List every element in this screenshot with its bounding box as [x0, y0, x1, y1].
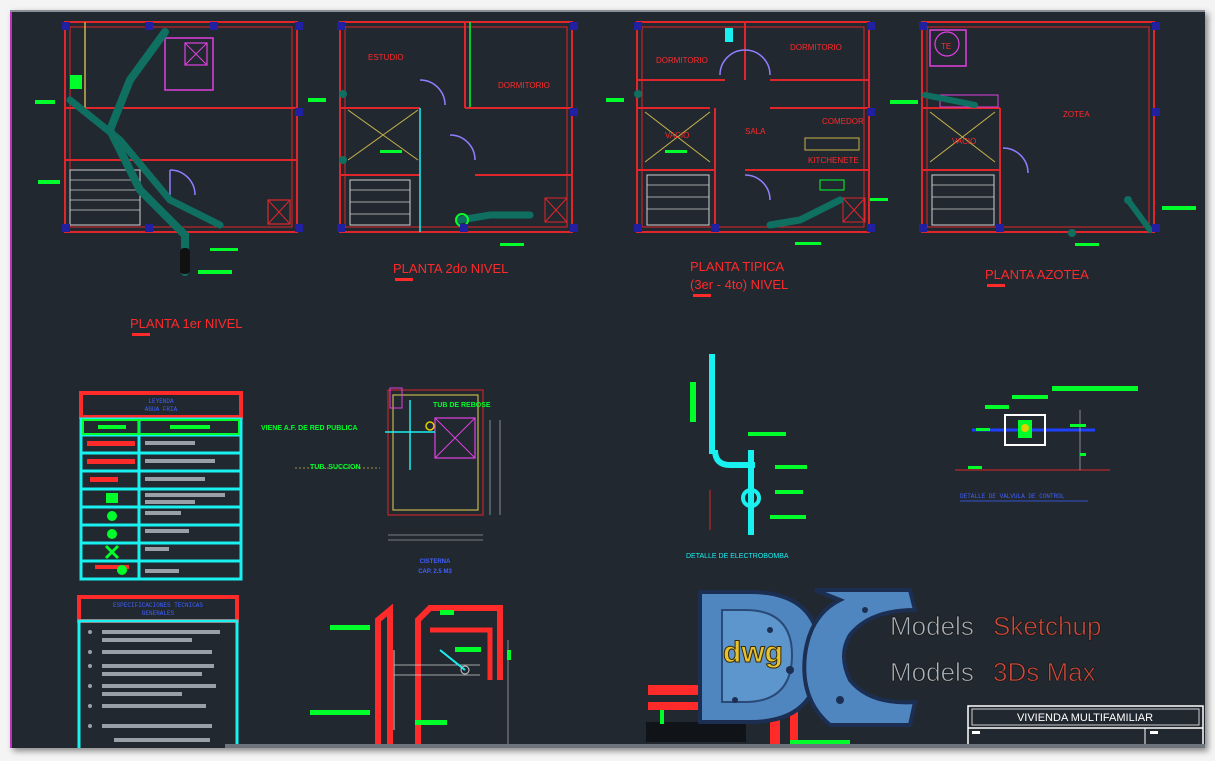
cistern-label-suction: TUB. SUCCION [310, 464, 361, 471]
plan-roof [890, 21, 1196, 246]
watermark-line2-b: 3Ds Max [993, 657, 1096, 687]
legend-table [79, 391, 243, 581]
plan-typical-subtitle: (3er - 4to) NIVEL [690, 277, 788, 292]
specs-title: ESPECIFICACIONES TECNICAS [113, 602, 203, 609]
specs-subtitle: GENERALES [142, 610, 175, 617]
sheet-bottom-bar [225, 744, 1205, 748]
watermark-line2-a: Models [890, 657, 974, 687]
section-detail-red [310, 603, 511, 748]
room-label: ZOTEA [1063, 110, 1090, 119]
plan-roof-title: PLANTA AZOTEA [985, 267, 1089, 282]
room-label: DORMITORIO [656, 56, 708, 65]
plan-typical-title: PLANTA TIPICA [690, 259, 784, 274]
valve-detail [955, 386, 1138, 471]
title-block [967, 705, 1204, 748]
cistern-label-overflow: TUB DE REBOSE [433, 402, 491, 409]
cad-drawing: PLANTA 1er NIVEL [10, 10, 1205, 748]
cistern-detail [295, 387, 501, 541]
room-label: KITCHENETE [808, 156, 859, 165]
room-label: ESTUDIO [368, 53, 404, 62]
room-label: COMEDOR [822, 117, 864, 126]
cistern-capacity: CAP. 2.5 M3 [418, 569, 452, 575]
cistern-label-public: VIENE A.F. DE RED PUBLICA [261, 425, 358, 432]
room-label: DORMITORIO [498, 81, 550, 90]
plan-first-floor [35, 21, 303, 276]
valve-caption: DETALLE DE VALVULA DE CONTROL [960, 493, 1065, 500]
plan-typical-floor [606, 21, 888, 245]
watermark-line1-a: Models [890, 611, 974, 641]
room-label: VACIO [665, 131, 689, 140]
plan-first-title: PLANTA 1er NIVEL [130, 316, 242, 331]
room-label: TE [941, 42, 951, 51]
watermark-logo [698, 588, 918, 727]
plan-second-title: PLANTA 2do NIVEL [393, 261, 508, 276]
plan-second-floor [308, 21, 578, 246]
room-label: SALA [745, 127, 766, 136]
room-label: DORMITORIO [790, 43, 842, 52]
watermark-dwg: dwg [723, 636, 783, 669]
cad-canvas[interactable]: PLANTA 1er NIVEL [10, 10, 1205, 748]
cistern-caption: CISTERNA [420, 559, 451, 565]
legend-title: LEYENDA [148, 398, 174, 405]
specs-table [77, 595, 239, 748]
room-label: VACIO [952, 137, 976, 146]
legend-subtitle: AGUA FRIA [145, 406, 178, 413]
watermark-line1-b: Sketchup [993, 611, 1101, 641]
electrobomb-caption: DETALLE DE ELECTROBOMBA [686, 553, 789, 560]
project-title: VIVIENDA MULTIFAMILIAR [1017, 712, 1153, 724]
electrobomb-detail [690, 354, 807, 535]
